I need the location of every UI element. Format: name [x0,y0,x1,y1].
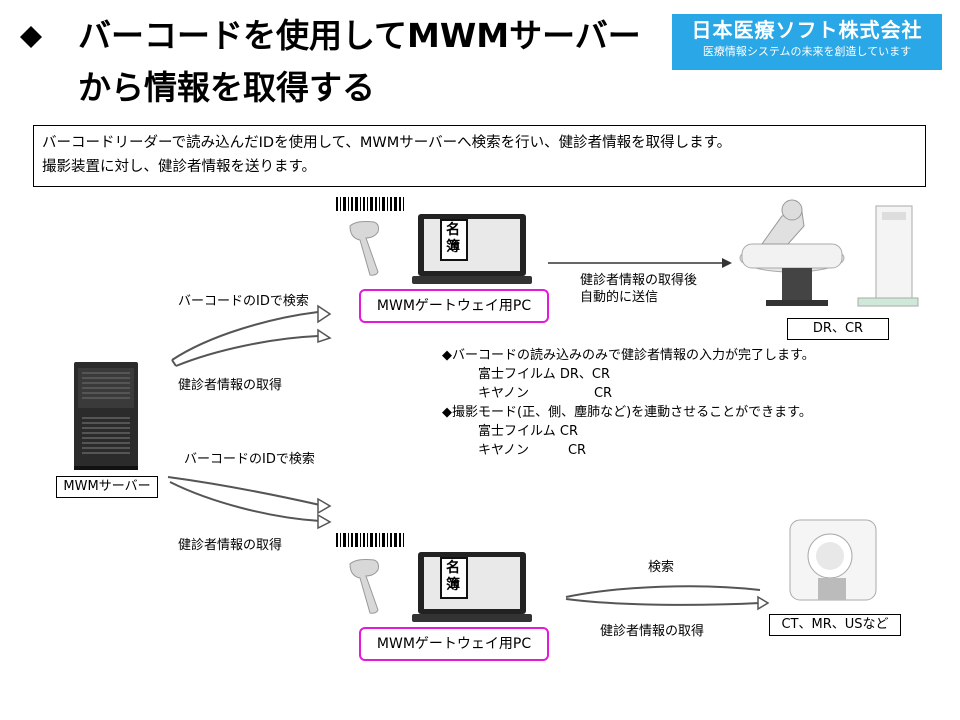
feature-notes: ◆バーコードの読み込みのみで健診者情報の入力が完了します。 富士フイルム DR、… [442,346,815,460]
send-label-line-2: 自動的に送信 [580,290,659,305]
search-arrow-top [171,304,332,367]
ct-search-label: 検索 [648,560,675,575]
search-label-top: バーコードのIDで検索 [178,294,309,309]
ct-retrieve-label: 健診者情報の取得 [600,624,705,639]
description-line-2: 撮影装置に対し、健診者情報を送ります。 [42,159,317,175]
roster-doc-icon-bottom [440,557,468,599]
ct-scanner-icon [789,519,877,601]
gateway-pc-top: MWMゲートウェイ用PC [359,289,549,323]
title-line-2: から情報を取得する [78,68,375,107]
roster-doc-label: 名簿 [446,222,460,255]
title-line-1: バーコードを使用してMWMサーバー [78,16,641,55]
roster-doc-icon [440,219,468,261]
ct-arrow [565,585,770,611]
company-logo: 日本医療ソフト株式会社 医療情報システムの未来を創造しています [672,14,942,70]
search-arrow-bottom [167,476,332,530]
diamond-bullet-icon [20,26,42,48]
note-1-item-a: 富士フイルム DR、CR [478,367,611,382]
barcode-icon [336,197,404,211]
server-tower-icon [74,362,138,470]
mwm-server-label: MWMサーバー [56,476,158,498]
retrieve-label-top: 健診者情報の取得 [178,378,283,393]
xray-table-icon [739,199,845,306]
barcode-icon-bottom [336,533,404,547]
barcode-scanner-icon [349,221,379,276]
company-name: 日本医療ソフト株式会社 [691,18,923,42]
note-1-item-b: キヤノン CR [478,386,613,401]
company-tagline: 医療情報システムの未来を創造しています [702,45,912,58]
note-2-item-b: キヤノン CR [478,443,587,458]
gateway-pc-bottom: MWMゲートウェイ用PC [359,627,549,661]
laptop-icon-bottom [412,552,532,622]
search-label-bottom: バーコードのIDで検索 [184,452,315,467]
note-1: ◆バーコードの読み込みのみで健診者情報の入力が完了します。 [442,348,815,363]
roster-doc-label-bottom: 名簿 [446,560,460,593]
description-line-1: バーコードリーダーで読み込んだIDを使用して、MWMサーバーへ検索を行い、健診者… [42,135,732,151]
note-2: ◆撮影モード(正、側、塵肺など)を連動させることができます。 [442,405,812,420]
description-box: バーコードリーダーで読み込んだIDを使用して、MWMサーバーへ検索を行い、健診者… [33,125,926,187]
xray-stand-icon [857,205,919,307]
send-label-line-1: 健診者情報の取得後 [580,273,698,288]
ct-mr-us-label: CT、MR、USなど [769,614,901,636]
laptop-icon [412,214,532,284]
send-arrow [548,258,732,268]
note-2-item-a: 富士フイルム CR [478,424,578,439]
barcode-scanner-icon-bottom [349,559,379,614]
dr-cr-label: DR、CR [787,318,889,340]
retrieve-label-bottom: 健診者情報の取得 [178,538,283,553]
send-label: 健診者情報の取得後 自動的に送信 [580,272,697,306]
